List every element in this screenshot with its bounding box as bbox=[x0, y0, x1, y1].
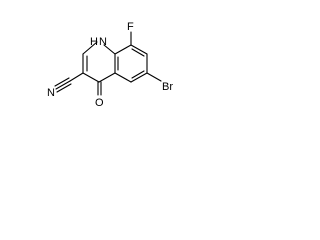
atom-label-o: O bbox=[95, 97, 104, 109]
molecule-structure: H N F N Br O bbox=[47, 21, 173, 109]
bond-c8-c7-double bbox=[131, 48, 145, 57]
bond-c3-c4 bbox=[82, 72, 100, 83]
atom-labels: H N F N Br O bbox=[47, 21, 173, 109]
bond-c6-c5-double bbox=[131, 70, 145, 79]
bonds bbox=[54, 31, 162, 96]
bond-c8-c7 bbox=[130, 44, 148, 55]
bond-nitrile-triple-2 bbox=[54, 77, 70, 87]
bond-c3-cn bbox=[69, 72, 84, 82]
atom-label-f: F bbox=[127, 21, 134, 33]
bond-c8a-n1 bbox=[103, 44, 116, 55]
bond-nitrile-triple-1 bbox=[55, 80, 71, 90]
molecule-canvas: H N F N Br O bbox=[0, 0, 207, 137]
bond-c5-c4a bbox=[114, 72, 132, 83]
bond-c8a-c8 bbox=[114, 44, 132, 55]
atom-label-n-nitrile: N bbox=[47, 87, 55, 99]
bond-c6-br bbox=[146, 72, 162, 82]
atom-label-n1: N bbox=[99, 36, 107, 48]
bond-c4-c4a bbox=[98, 72, 116, 83]
atom-label-h: H bbox=[90, 36, 98, 48]
bond-nitrile-triple-3 bbox=[56, 83, 72, 93]
atom-label-br: Br bbox=[162, 81, 173, 93]
bond-c2-n1 bbox=[82, 41, 98, 55]
bond-c6-c5 bbox=[130, 72, 148, 83]
